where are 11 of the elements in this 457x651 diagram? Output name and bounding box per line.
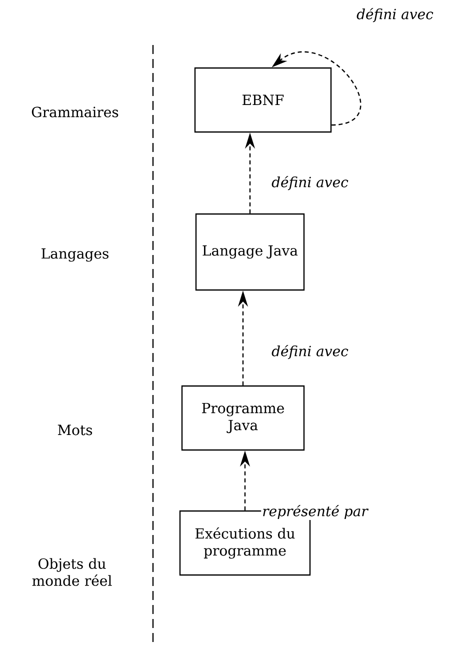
- edge-label: défini avec: [272, 344, 348, 360]
- edge-label: représenté par: [263, 504, 369, 520]
- level-label: Langages: [42, 248, 108, 262]
- process-box: Programme Java: [181, 385, 305, 451]
- process-box: Langage Java: [195, 213, 305, 291]
- edge-label: défini avec: [356, 8, 434, 22]
- level-label: Grammaires: [32, 106, 118, 118]
- process-box: EBNF: [194, 67, 332, 133]
- edge-label: défini avec: [272, 176, 348, 190]
- level-label: Mots: [58, 424, 92, 436]
- level-label: Objets du monde réel: [32, 558, 112, 586]
